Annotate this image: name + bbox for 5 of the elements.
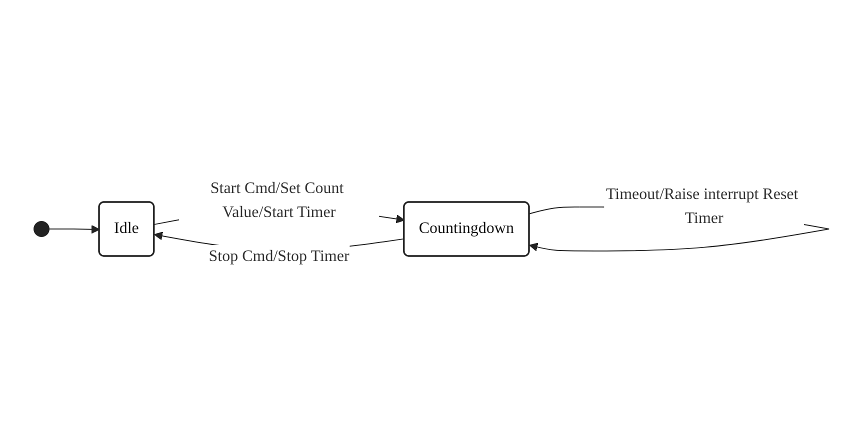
edge-label: Timeout/Raise interrupt Reset Timer: [606, 186, 798, 227]
edge-label: Start Cmd/Set Count Value/Start Timer: [210, 180, 344, 222]
node-circle: [33, 221, 50, 237]
arrow: [48, 224, 100, 234]
edge-label: Stop Cmd/Stop Timer: [208, 248, 350, 265]
